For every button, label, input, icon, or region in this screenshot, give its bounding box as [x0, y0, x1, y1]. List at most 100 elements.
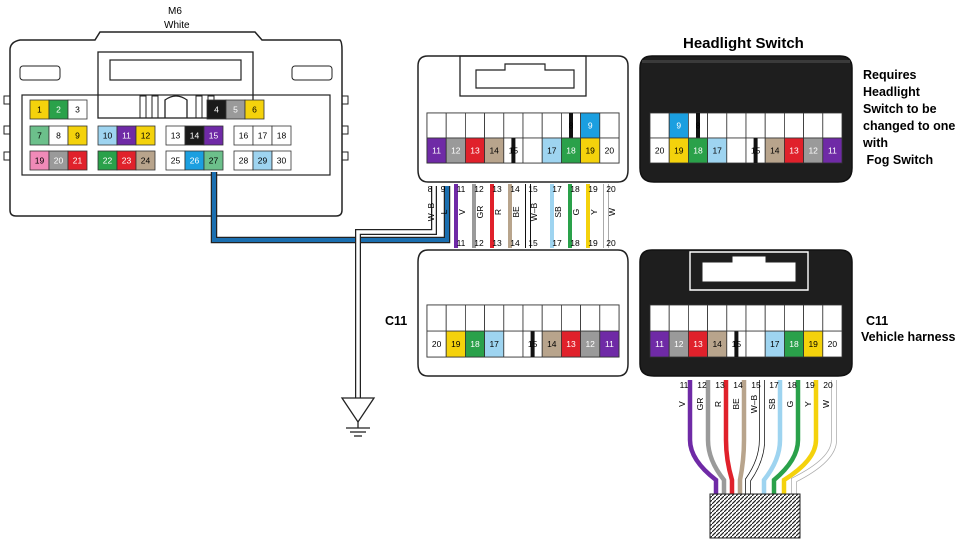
mating-pin: 19: [580, 137, 601, 164]
m6-pin: 19: [29, 150, 50, 171]
mating-pin: 11: [426, 137, 447, 164]
c11-left-pin-number: 11: [605, 339, 614, 349]
m6-pin-number: 13: [171, 131, 181, 141]
headlight-switch-pin-fill: [822, 137, 843, 164]
headlight-switch-pin-number: 20: [655, 146, 665, 156]
wire-pin-top: 17: [552, 184, 562, 194]
headlight-switch-pin-fill: [803, 112, 824, 139]
wire-color-code: SB: [553, 206, 563, 218]
m6-pin-number: 8: [56, 131, 61, 141]
m6-pin: 1: [29, 99, 50, 120]
headlight-switch-pin-number: 17: [712, 146, 722, 156]
ground-wiring: [210, 172, 451, 437]
m6-pin-number: 20: [54, 156, 64, 166]
headlight-switch-pin: 9: [668, 112, 689, 139]
headlight-switch-pin: 14: [764, 137, 785, 164]
harness-wire-code: SB: [767, 398, 777, 410]
harness-wire: [781, 380, 819, 496]
mating-pin-stripe: [569, 113, 573, 138]
empty-cavity: [541, 304, 562, 332]
harness-wire-pin: 18: [787, 380, 797, 390]
m6-pin-number: 3: [75, 105, 80, 115]
m6-pin-number: 7: [37, 131, 42, 141]
wire-pin-top: 14: [510, 184, 520, 194]
m6-pin-number: 27: [209, 156, 219, 166]
m6-pin: 30: [271, 150, 292, 171]
harness-wrap: [709, 493, 801, 539]
wire-pin-bottom: 15: [528, 238, 538, 248]
empty-cavity: [426, 304, 447, 332]
empty-cavity: [822, 304, 843, 332]
m6-pin: 27: [203, 150, 224, 171]
headlight-switch-pin-stripe: [753, 138, 758, 163]
mating-pin-fill: [522, 112, 543, 139]
headlight-switch-pin: [726, 112, 747, 139]
ground-symbol: [340, 397, 376, 424]
harness-wire-pin: 13: [715, 380, 725, 390]
mating-pin: 18: [561, 137, 582, 164]
c11-right-latch-detail: [701, 255, 797, 283]
headlight-switch-pin-number: 11: [828, 146, 837, 156]
c11-left-pin: 11: [599, 330, 620, 358]
wire-pin-top: 13: [492, 184, 502, 194]
headlight-switch-pin-number: 15: [751, 146, 761, 156]
mating-pin: [541, 112, 562, 139]
m6-pin-fill: [67, 150, 88, 171]
headlight-switch-rib: [642, 60, 850, 63]
m6-pin-number: 25: [171, 156, 181, 166]
m6-pin-number: 17: [258, 131, 268, 141]
m6-pin: 25: [165, 150, 186, 171]
empty-cavity: [503, 304, 524, 332]
headlight-switch-pin: [803, 112, 824, 139]
wire-bundle: 8W–B9L11V1112GR1213R1314BE1415W–B1517SB1…: [426, 184, 617, 248]
c11-right-sublabel: Vehicle harness: [861, 330, 956, 344]
m6-latch-slot: [195, 95, 203, 119]
harness-wire-code: W–B: [749, 394, 759, 413]
mating-pin: [464, 112, 485, 139]
harness-wire: [687, 380, 719, 496]
mating-pin-number: 15: [509, 146, 519, 156]
headlight-switch-pin-stripe: [696, 113, 700, 138]
m6-pin-number: 1: [37, 105, 42, 115]
note-line: Headlight: [863, 85, 920, 99]
m6-pin: 20: [48, 150, 69, 171]
empty-cavity: [803, 304, 824, 332]
c11-left-pin-number: 18: [470, 339, 480, 349]
c11-left-pin: 19: [445, 330, 466, 358]
m6-latch: [97, 51, 254, 119]
harness-wire: [705, 380, 727, 496]
wire-pin-top: 8: [428, 184, 433, 194]
mating-pin: [522, 137, 543, 164]
mating-latch-detail: [475, 63, 575, 89]
mating-pin-fill: [541, 112, 562, 139]
c11-left-pin-number: 20: [432, 339, 442, 349]
empty-cavity: [745, 304, 766, 332]
c11-right-pin-number: 14: [712, 339, 722, 349]
headlight-switch-pin-fill: [726, 112, 747, 139]
mating-latch: [459, 55, 587, 97]
headlight-switch-pin-number: 8: [696, 121, 701, 131]
c11-right-pin: [745, 330, 766, 358]
wire-pin-top: 12: [474, 184, 484, 194]
m6-pin-number: 24: [141, 156, 151, 166]
m6-pin-number: 15: [209, 131, 219, 141]
headlight-switch-pin: [784, 112, 805, 139]
wire-color-code: G: [571, 209, 581, 216]
m6-pin-number: 4: [214, 105, 219, 115]
headlight-switch-note: Requires Headlight Switch to be changed …: [863, 67, 955, 169]
headlight-switch-pin-fill: [745, 112, 766, 139]
mating-pin-fill: [522, 137, 543, 164]
headlight-switch-pin-fill: [764, 112, 785, 139]
harness-wire-code: Y: [803, 401, 813, 407]
harness-wire-code: W: [821, 400, 831, 408]
c11-left-pin-number: 15: [528, 339, 538, 349]
m6-pin: 11: [116, 125, 137, 146]
headlight-switch-pin-fill: [726, 137, 747, 164]
note-line: changed to one: [863, 119, 956, 133]
mating-pin: 20: [599, 137, 620, 164]
wire-pin-top: 11: [457, 184, 466, 194]
